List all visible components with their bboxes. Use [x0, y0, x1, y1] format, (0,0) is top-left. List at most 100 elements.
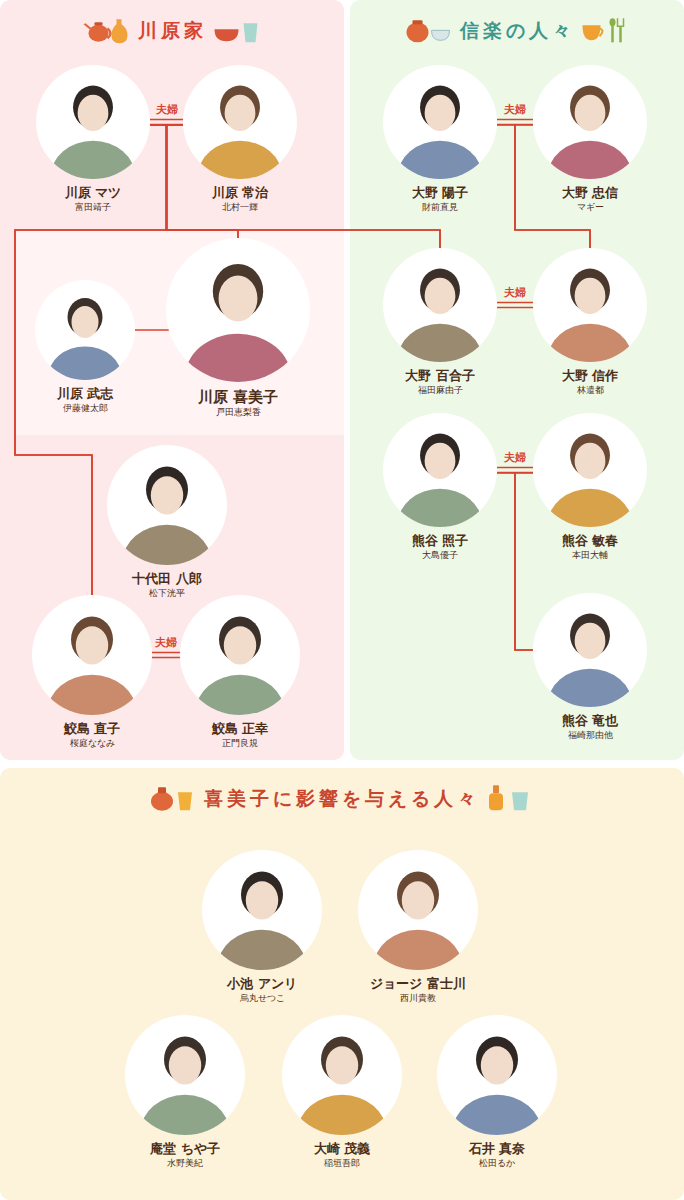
panel-title: 喜美子に影響を与える人々: [204, 786, 480, 811]
person-node: 熊谷 敏春本田大輔: [529, 413, 651, 561]
relation-label: 夫婦: [504, 286, 526, 299]
pottery-icon: [84, 19, 128, 43]
portrait-silhouette: [218, 872, 307, 970]
actor-name: 松田るか: [479, 1158, 515, 1170]
relation-line: [515, 473, 533, 650]
person-node: 川原 喜美子戸田恵梨香: [162, 238, 314, 419]
relation-line: [167, 125, 441, 248]
tableware-icon-part: [611, 24, 614, 42]
pottery-icon-part: [178, 792, 192, 810]
inner-band: [15, 230, 344, 435]
portrait-silhouette: [398, 269, 482, 362]
actor-name: 福崎那由他: [568, 730, 613, 742]
portrait-silhouette: [51, 86, 135, 179]
pottery-icon: [151, 787, 192, 811]
portrait-part: [48, 675, 137, 715]
pottery-icon-part: [493, 785, 499, 793]
portrait-part: [548, 669, 632, 707]
relation-label: 夫婦: [156, 103, 178, 116]
portrait-silhouette: [48, 298, 122, 380]
portrait-part: [575, 278, 606, 314]
panel-title: 信楽の人々: [460, 18, 575, 43]
portrait-part: [141, 1095, 230, 1135]
pottery-icon-part: [489, 793, 503, 810]
pottery-icon-part: [151, 792, 173, 811]
relation-line: [497, 125, 590, 248]
relation-line: [15, 125, 167, 595]
person-node: 川原 常治北村一輝: [179, 65, 301, 213]
portrait-silhouette: [48, 617, 137, 715]
portrait-silhouette: [453, 1037, 542, 1135]
person-name: 大崎 茂義: [314, 1140, 371, 1158]
portrait-circle: [358, 850, 478, 970]
portrait-circle: [533, 65, 647, 179]
portrait-circle: [282, 1015, 402, 1135]
portrait-part: [123, 525, 212, 565]
portrait-part: [481, 1046, 513, 1084]
portrait-silhouette: [185, 264, 292, 382]
actor-name: マギー: [577, 202, 604, 214]
portrait-circle: [180, 595, 300, 715]
portrait-part: [374, 930, 463, 970]
portrait-part: [78, 95, 109, 131]
portrait-part: [548, 141, 632, 179]
actor-name: 烏丸せつこ: [240, 993, 285, 1005]
person-name: 熊谷 照子: [412, 532, 469, 550]
portrait-part: [575, 443, 606, 479]
tableware-icon: [583, 18, 624, 42]
relation-label: 夫婦: [504, 451, 526, 464]
actor-name: 稲垣吾郎: [324, 1158, 360, 1170]
portrait-part: [398, 324, 482, 362]
person-node: 大野 百合子福田麻由子: [379, 248, 501, 396]
portrait-part: [72, 306, 99, 338]
portrait-part: [169, 1046, 201, 1084]
portrait-part: [225, 95, 256, 131]
portrait-part: [425, 95, 456, 131]
actor-name: 富田靖子: [75, 202, 111, 214]
actor-name: 伊藤健太郎: [63, 403, 108, 415]
portrait-part: [548, 324, 632, 362]
person-name: 大野 百合子: [405, 367, 475, 385]
portrait-circle: [383, 413, 497, 527]
marriage-line: [497, 120, 533, 125]
pottery-icon-part: [215, 29, 239, 41]
person-name: 川原 武志: [57, 385, 114, 403]
portrait-part: [548, 489, 632, 527]
portrait-silhouette: [398, 86, 482, 179]
portrait-circle: [107, 445, 227, 565]
pottery-icon: [489, 785, 528, 810]
pottery-icon-part: [89, 25, 109, 42]
portrait-circle: [36, 65, 150, 179]
portrait-circle: [533, 413, 647, 527]
relation-line: [150, 125, 238, 238]
portrait-part: [219, 275, 258, 321]
actor-name: 桜庭ななみ: [70, 738, 115, 750]
portrait-part: [51, 141, 135, 179]
person-node: 小池 アンリ烏丸せつこ: [198, 850, 326, 1004]
person-name: ジョージ 富士川: [370, 975, 466, 993]
person-node: 大野 信作林遣都: [529, 248, 651, 396]
pottery-icon: [407, 20, 450, 42]
person-name: 石井 真奈: [469, 1140, 526, 1158]
portrait-circle: [533, 248, 647, 362]
person-node: 石井 真奈松田るか: [433, 1015, 561, 1169]
pottery-icon-part: [95, 22, 103, 25]
person-name: 鮫島 直子: [64, 720, 121, 738]
portrait-part: [198, 141, 282, 179]
portrait-circle: [383, 65, 497, 179]
person-name: 十代田 八郎: [132, 570, 202, 588]
person-name: 庵堂 ちや子: [150, 1140, 220, 1158]
relation-label: 夫婦: [504, 103, 526, 116]
portrait-silhouette: [298, 1037, 387, 1135]
portrait-circle: [533, 593, 647, 707]
panel-title: 川原家: [138, 18, 207, 43]
actor-name: 林遣都: [577, 385, 604, 397]
portrait-part: [246, 881, 278, 919]
person-node: 大野 忠信マギー: [529, 65, 651, 213]
tableware-icon-part: [618, 18, 624, 26]
portrait-circle: [35, 280, 135, 380]
portrait-part: [398, 141, 482, 179]
portrait-circle: [32, 595, 152, 715]
portrait-part: [151, 476, 183, 514]
